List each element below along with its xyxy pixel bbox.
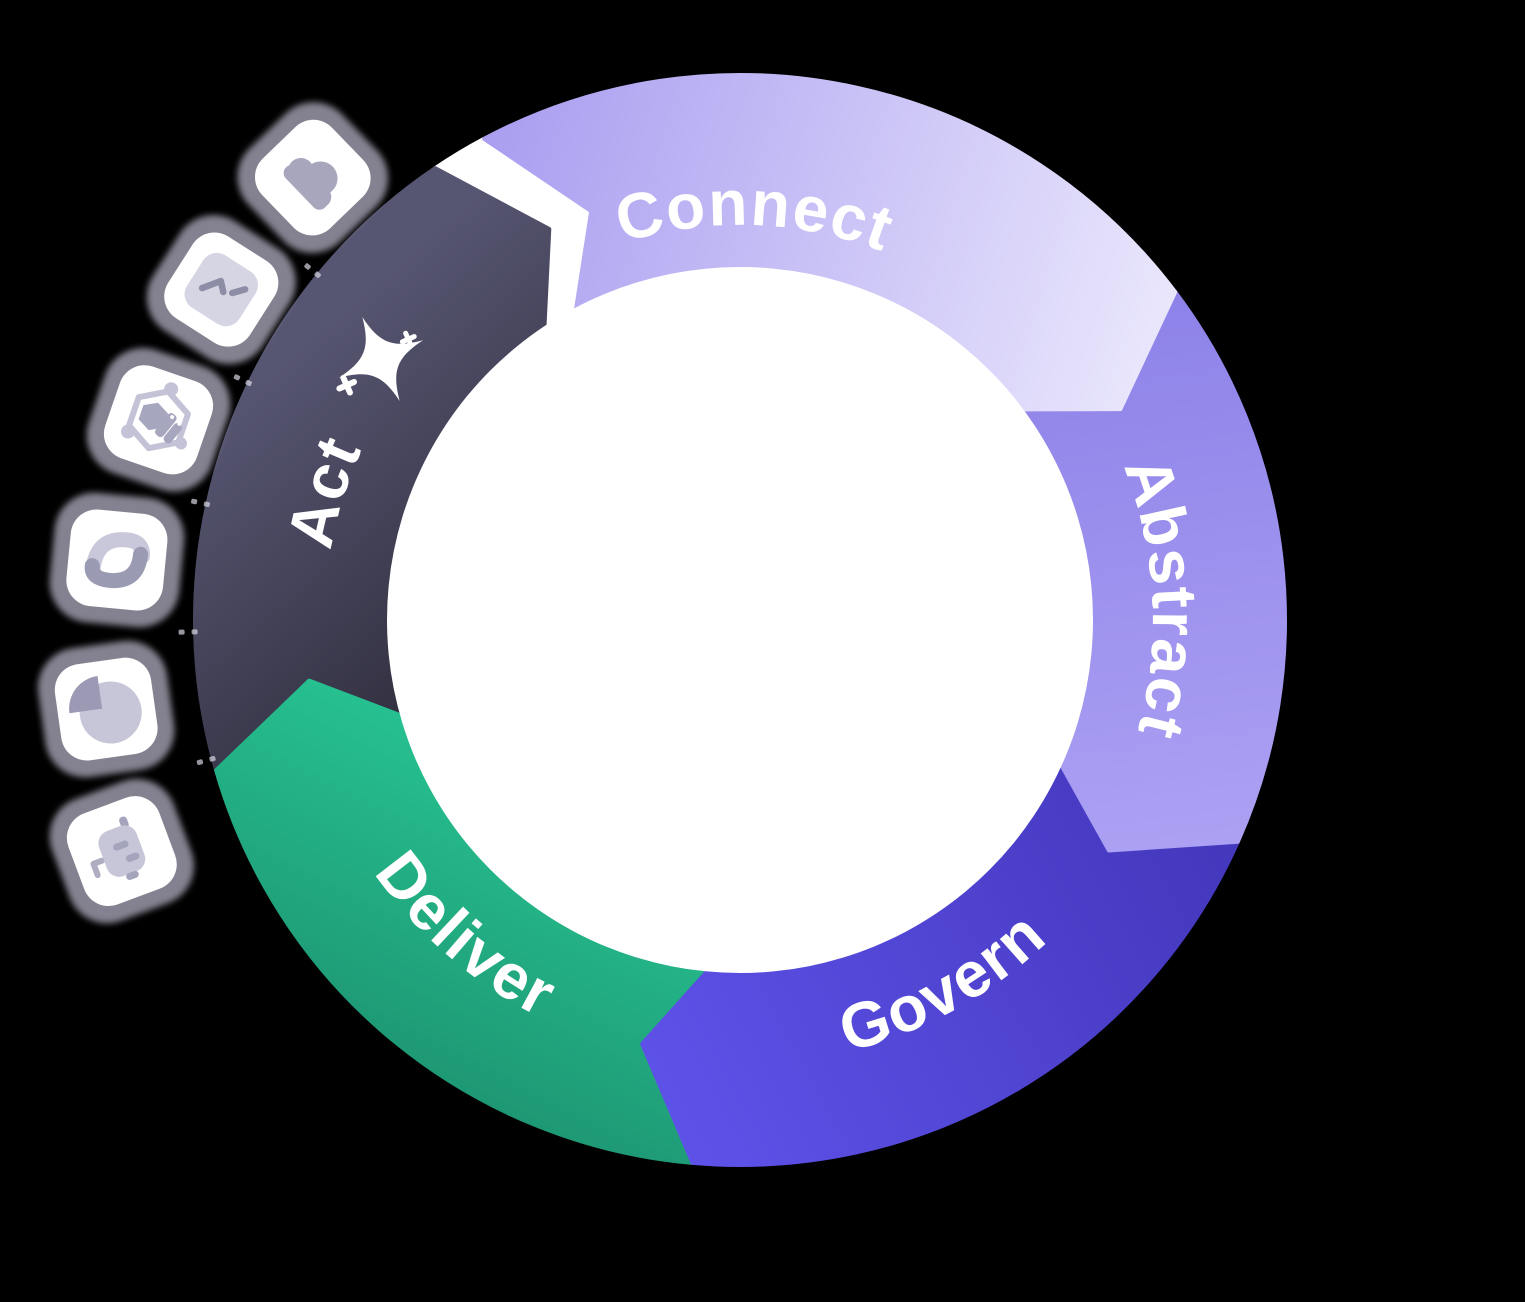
- sparkle-icon: [336, 316, 424, 402]
- center-circle: [387, 267, 1093, 973]
- cloud-icon: [254, 119, 371, 236]
- loop-icon: [66, 509, 168, 611]
- icon-strip: [54, 119, 371, 907]
- line-chart-icon: [164, 232, 279, 347]
- pie-chart-icon: [54, 657, 158, 761]
- hexagon-circuit-icon: [103, 365, 214, 475]
- robot-icon: [66, 796, 177, 907]
- dash-marks: [178, 263, 321, 766]
